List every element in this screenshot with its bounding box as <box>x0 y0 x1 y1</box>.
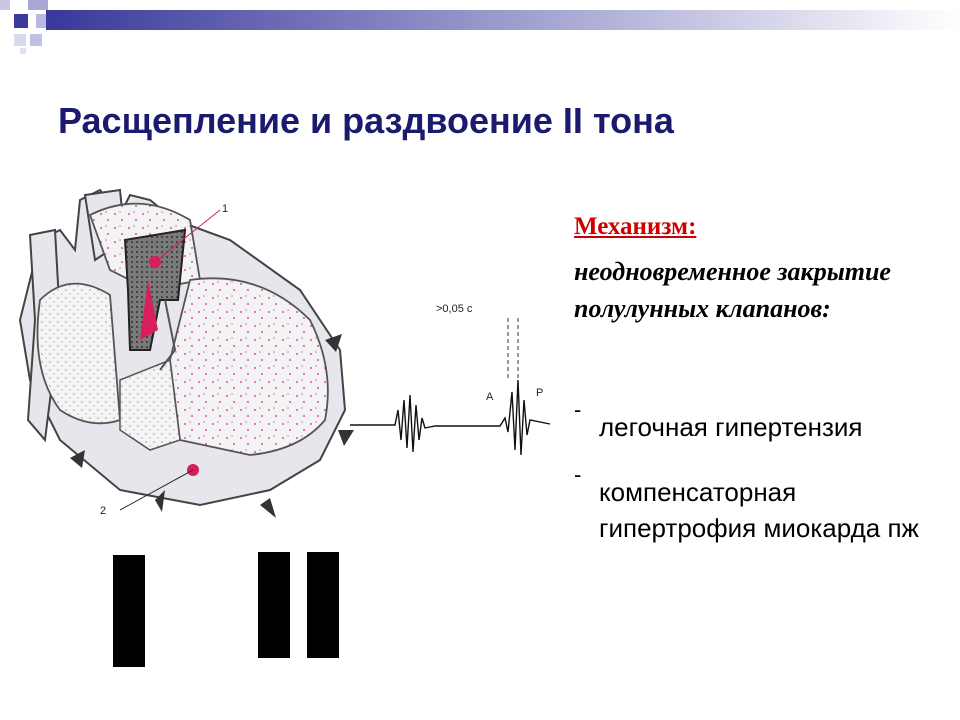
marker-1-label: 1 <box>222 203 228 215</box>
mechanism-heading: Механизм: <box>574 213 697 240</box>
corner-decoration <box>0 0 960 54</box>
dash-icon: - <box>574 462 582 487</box>
label-p: P <box>536 387 543 399</box>
label-a: A <box>486 391 494 403</box>
second-tone-bar-a <box>258 552 290 658</box>
heart-diagram: 1 2 >0,05 c A P <box>18 188 551 667</box>
mechanism-text: неодновременное закрытие полулунных клап… <box>574 257 891 323</box>
marker-2-label: 2 <box>100 505 106 517</box>
bullet-text-1: легочная гипертензия <box>599 412 863 442</box>
dash-icon: - <box>574 397 582 422</box>
delay-label: >0,05 c <box>436 303 473 315</box>
bullet-text-2: компенсаторная гипертрофия миокарда пж <box>599 477 919 543</box>
first-tone-bar <box>113 555 145 667</box>
second-tone-bar-p <box>307 552 339 658</box>
slide-title: Расщепление и раздвоение II тона <box>58 100 674 141</box>
